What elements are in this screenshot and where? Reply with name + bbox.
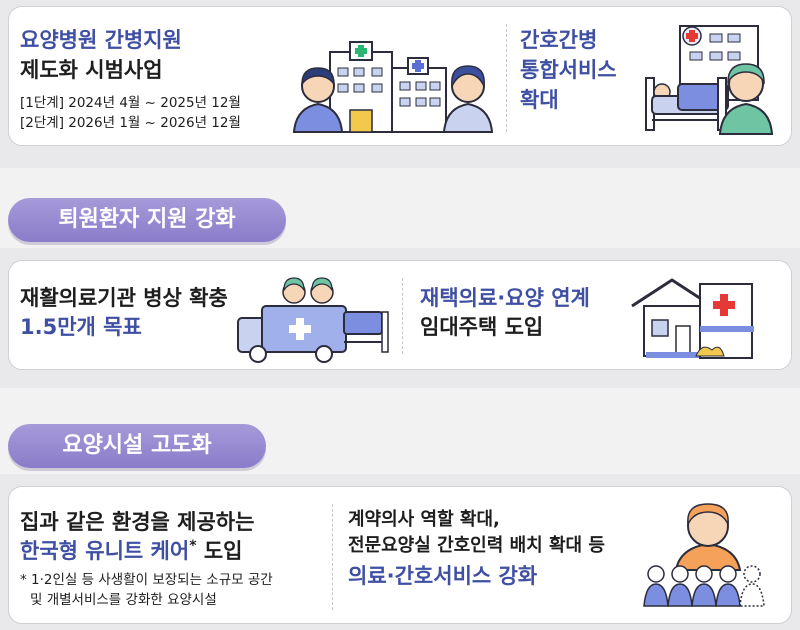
hospital-with-caregivers-icon: [292, 41, 494, 133]
section3-left-line2: 한국형 유니트 케어* 도입: [20, 537, 242, 565]
section3-note-line1: * 1·2인실 등 사생활이 보장되는 소규모 공간: [20, 572, 273, 588]
section1-phase1: [1단계] 2024년 4월 ~ 2025년 12월: [20, 95, 241, 111]
section3-divider: [332, 504, 333, 610]
doctor-with-team-icon: [643, 503, 765, 607]
section1-divider: [506, 24, 507, 132]
section1-phase2: [2단계] 2026년 1월 ~ 2026년 12월: [20, 115, 241, 131]
section2-divider: [402, 278, 403, 354]
section3-note-line2: 및 개별서비스를 강화한 요양시설: [30, 592, 217, 608]
section1-left-title-line2: 제도화 시범사업: [20, 58, 163, 82]
section1-right-title-line2: 통합서비스: [520, 58, 617, 82]
ambulance-rehab-icon: [237, 277, 389, 363]
section2-right-line1: 재택의료·요양 연계: [420, 286, 590, 310]
house-clinic-icon: [631, 278, 754, 359]
section2-heading-pill: 퇴원환자 지원 강화: [8, 198, 286, 242]
section3-right-line3: 의료·간호서비스 강화: [348, 564, 538, 588]
section2-right-line2: 임대주택 도입: [420, 315, 544, 339]
section3-right-line1: 계약의사 역할 확대,: [348, 509, 500, 530]
section1-right-title-line3: 확대: [520, 88, 559, 112]
unit-care-text: 한국형 유니트 케어: [20, 539, 190, 563]
section1-left-title-line1: 요양병원 간병지원: [20, 28, 182, 52]
section3-heading-pill: 요양시설 고도화: [8, 424, 266, 468]
section3-right-line2: 전문요양실 간호인력 배치 확대 등: [348, 535, 605, 556]
section2-left-line1: 재활의료기관 병상 확충: [20, 286, 228, 310]
patient-bed-nurse-icon: [645, 25, 774, 135]
section3-left-line1: 집과 같은 환경을 제공하는: [20, 510, 255, 534]
section1-right-title-line1: 간호간병: [520, 28, 598, 52]
footnote-mark: *: [189, 538, 197, 554]
unit-care-suffix: 도입: [196, 539, 243, 563]
section2-left-line2: 1.5만개 목표: [20, 315, 142, 339]
